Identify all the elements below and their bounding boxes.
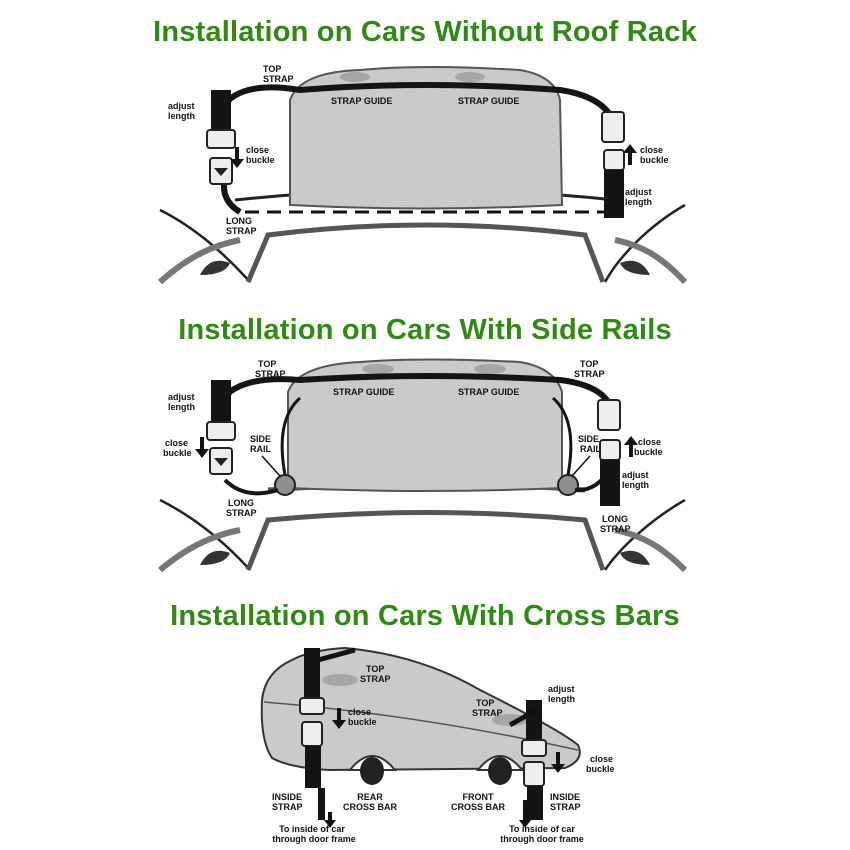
arrow-down-icon <box>332 708 346 729</box>
right-strap-assembly <box>601 111 625 218</box>
arrow-down-icon <box>519 812 531 828</box>
left-mirror-icon <box>200 550 230 565</box>
label-strap-guide-right: STRAP GUIDE <box>458 387 519 397</box>
arrow-down-icon <box>230 147 244 168</box>
arrow-up-icon <box>623 144 637 165</box>
section-title-no-rack: Installation on Cars Without Roof Rack <box>153 16 697 48</box>
cargo-bag <box>289 66 564 210</box>
label-strap-guide-left: STRAP GUIDE <box>333 387 394 397</box>
right-mirror-icon <box>620 260 650 275</box>
arrow-down-icon <box>324 812 336 828</box>
label-strap-guide-right: STRAP GUIDE <box>458 96 519 106</box>
left-mirror-icon <box>200 260 230 275</box>
right-strap-assembly <box>521 700 547 822</box>
top-strap-line <box>219 82 615 120</box>
top-strap-left-line <box>317 647 356 663</box>
arrow-up-icon <box>624 436 638 457</box>
right-mirror-icon <box>620 550 650 565</box>
label-strap-guide-left: STRAP GUIDE <box>331 96 392 106</box>
left-strap-assembly <box>206 90 236 185</box>
section-title-cross-bars: Installation on Cars With Cross Bars <box>170 600 680 632</box>
left-strap-assembly <box>299 648 325 820</box>
long-strap-left-line <box>280 396 302 476</box>
long-strap-right-line <box>551 396 573 476</box>
rear-cross-bar-icon <box>360 757 384 785</box>
section-title-side-rails: Installation on Cars With Side Rails <box>178 314 672 346</box>
top-strap-line <box>219 373 613 407</box>
long-strap-left-end <box>223 478 279 496</box>
left-strap-assembly <box>206 380 236 475</box>
front-cross-bar-icon <box>488 757 512 785</box>
right-strap-assembly <box>597 399 621 506</box>
side-rail-right-pointer <box>571 455 591 477</box>
arrow-down-icon <box>195 437 209 458</box>
cargo-bag <box>287 358 563 492</box>
side-rail-left-pointer <box>261 455 281 477</box>
arrow-down-icon <box>551 752 565 773</box>
top-strap-right-line <box>508 705 542 728</box>
